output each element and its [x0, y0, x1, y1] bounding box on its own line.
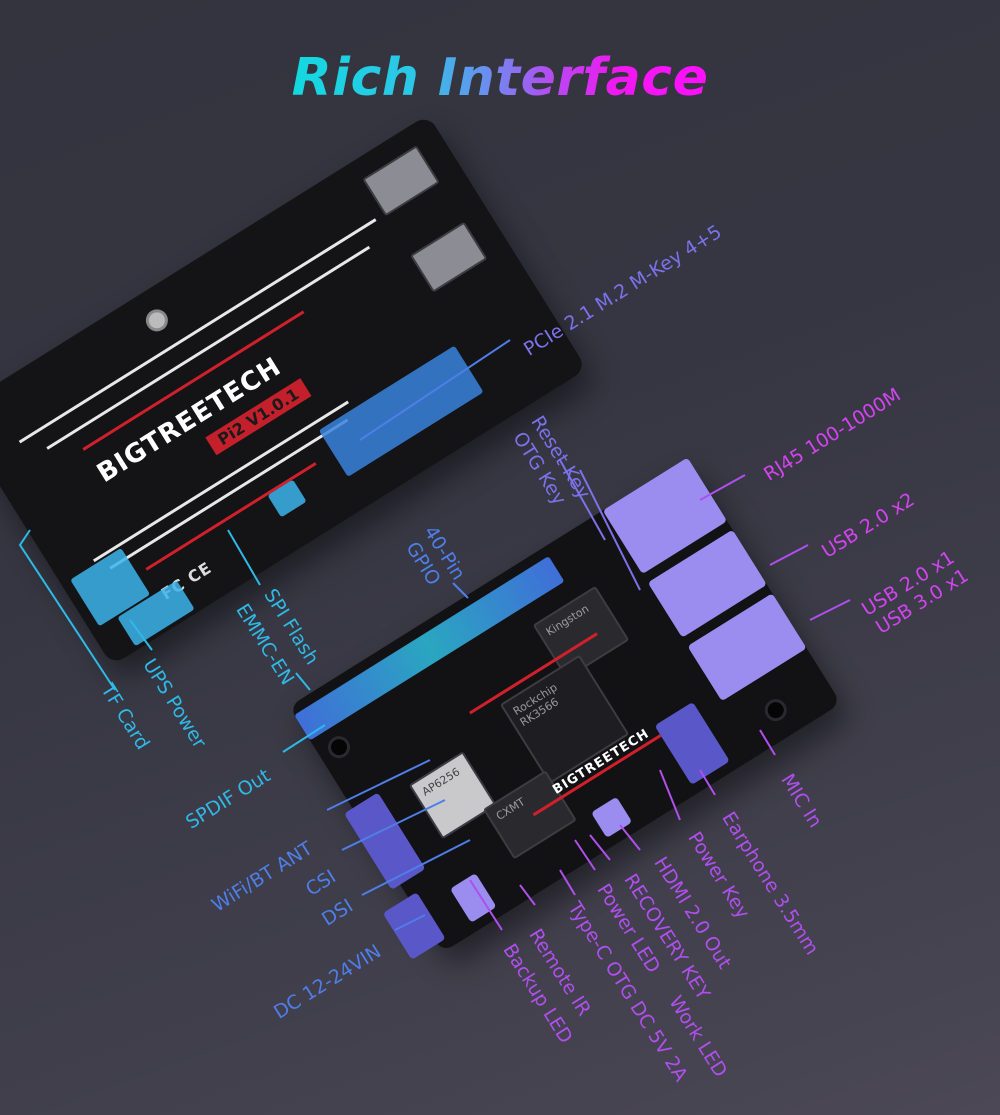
page-title: Rich Interface — [291, 48, 709, 108]
